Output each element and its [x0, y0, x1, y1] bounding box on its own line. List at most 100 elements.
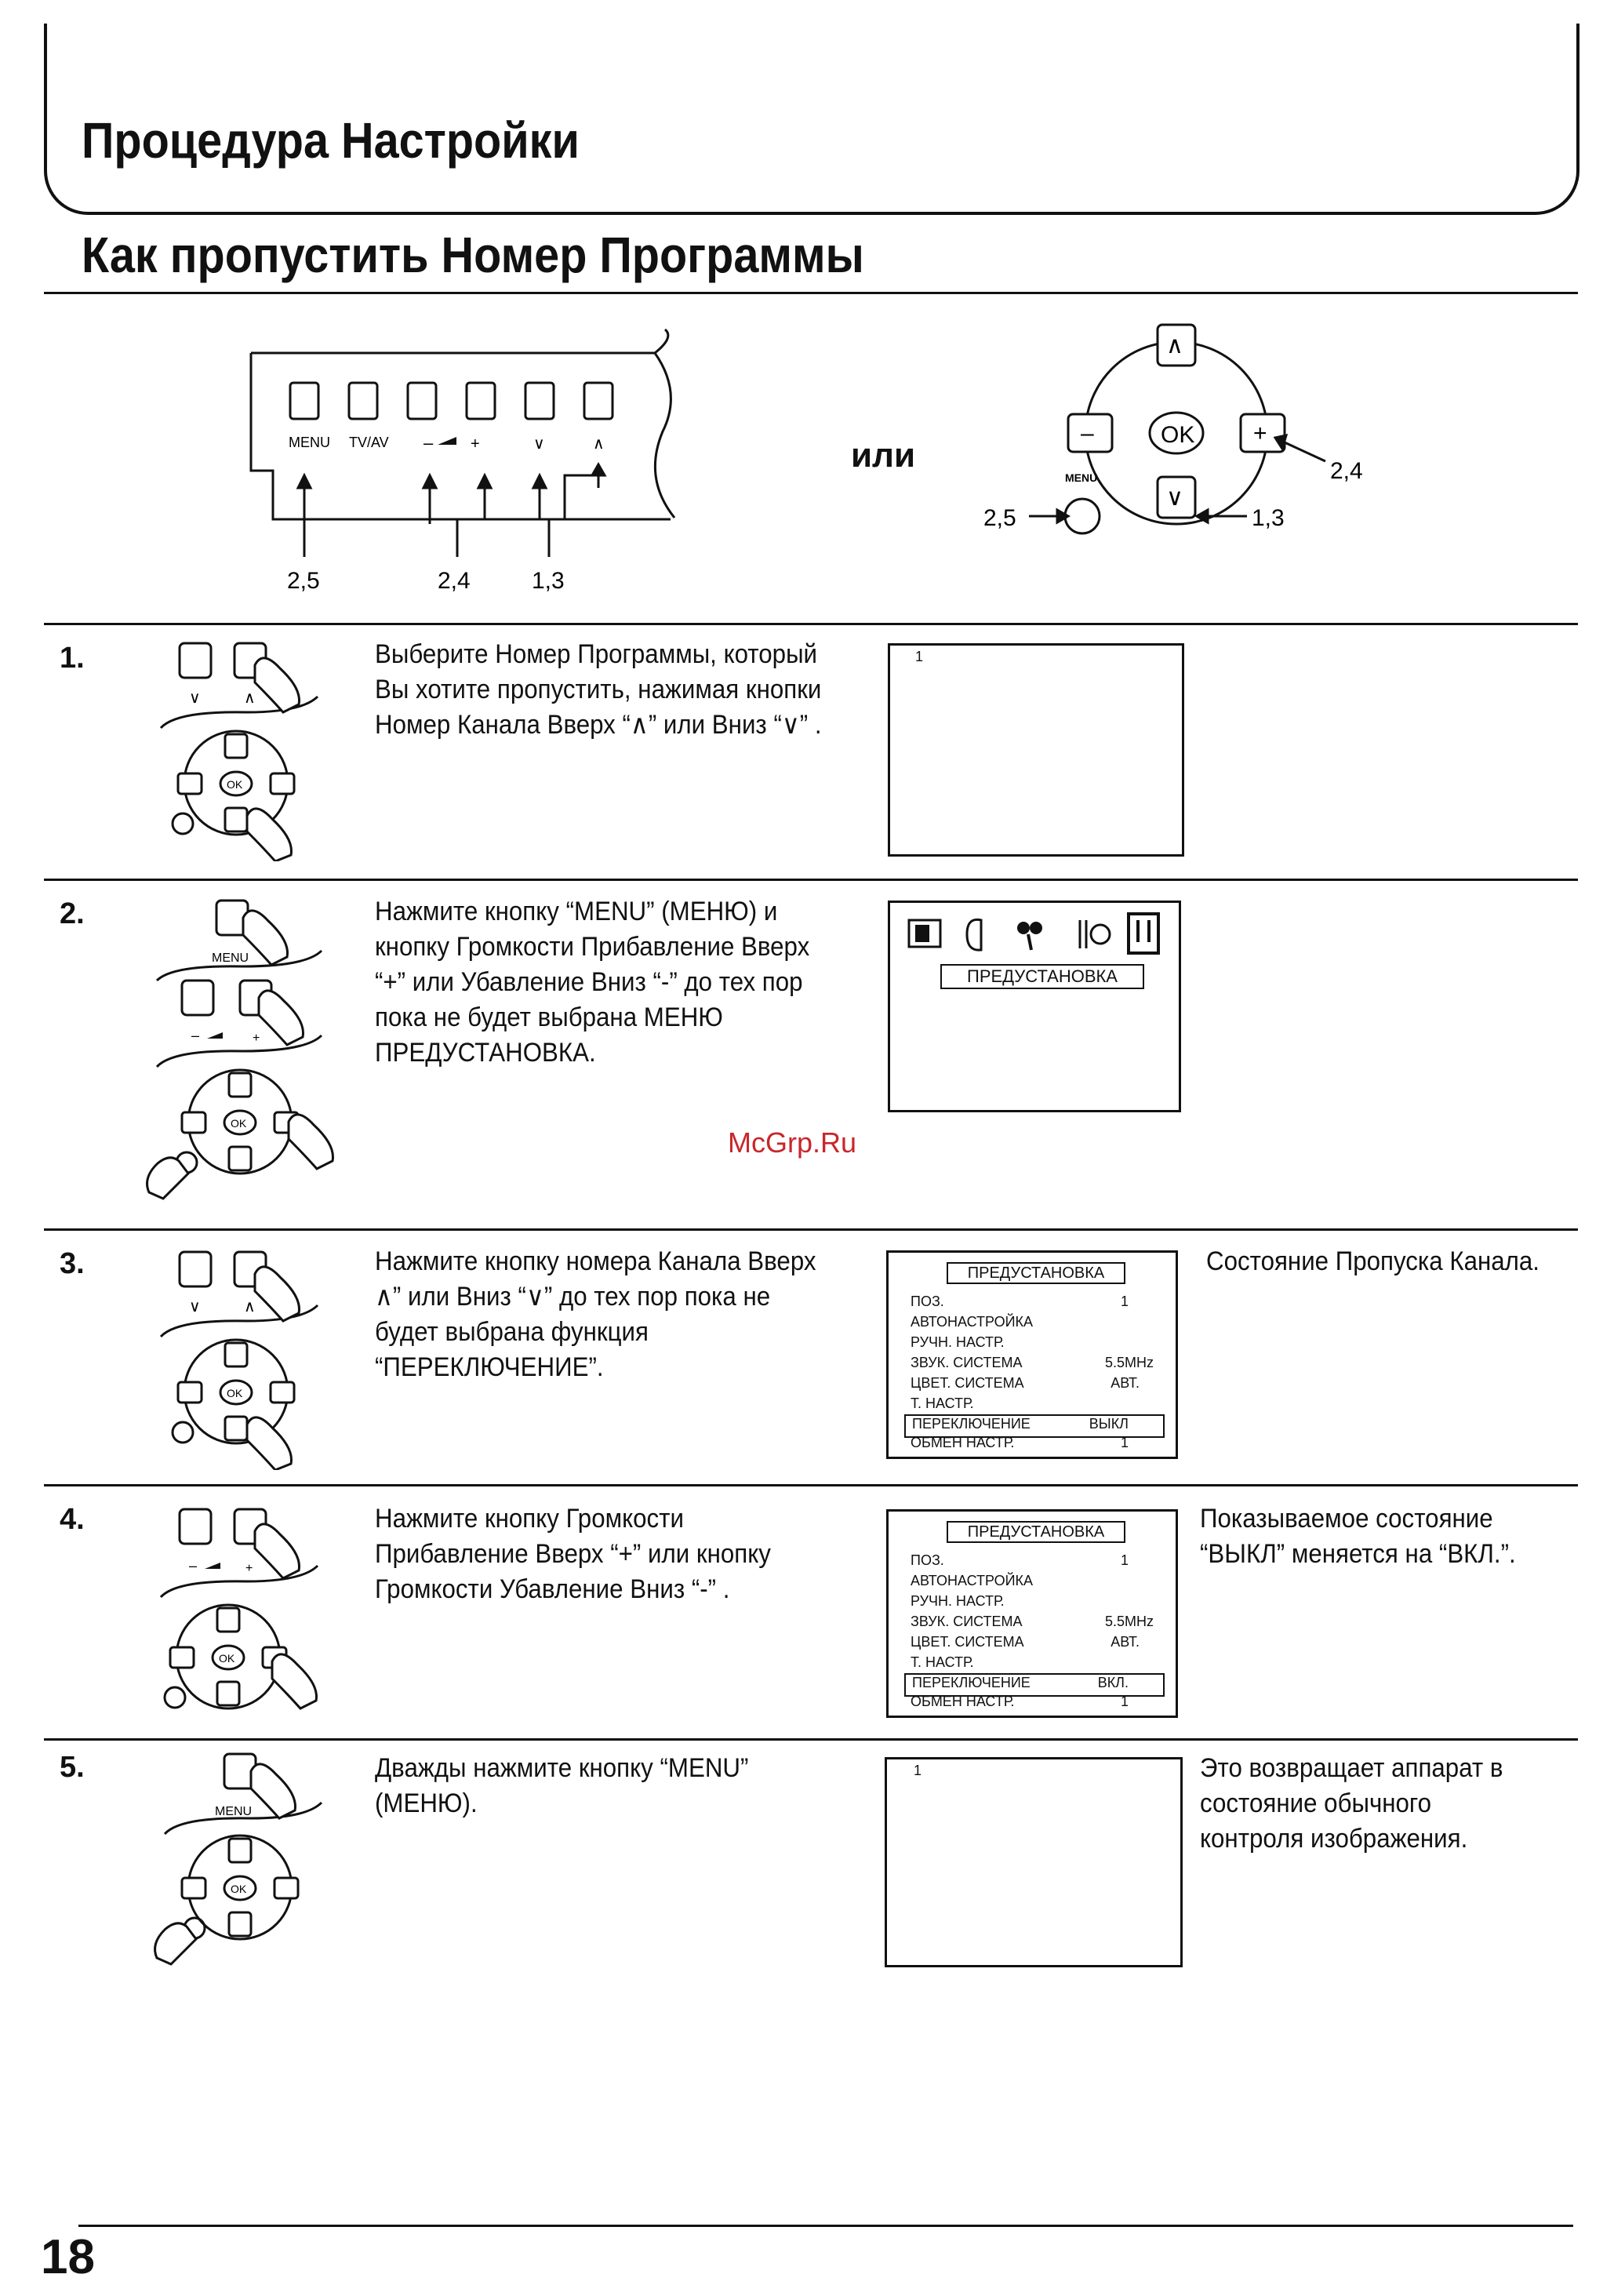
hand-icon	[245, 807, 293, 861]
channel-number: 1	[914, 1763, 922, 1778]
step-note: Состояние Пропуска Канала.	[1206, 1246, 1540, 1276]
down-icon: ∨	[1166, 485, 1183, 511]
plus-icon: +	[1253, 420, 1267, 446]
step4-illustration: – + OK	[159, 1508, 319, 1710]
svg-text:OK: OK	[227, 1387, 243, 1399]
step3-illustration: ∨ ∧ OK	[159, 1250, 319, 1470]
hand-icon	[245, 1416, 293, 1470]
hand-icon	[154, 1922, 198, 1966]
setup-icon	[1017, 922, 1030, 934]
step-rule-4	[44, 1484, 1578, 1486]
step-rule-5	[44, 1738, 1578, 1741]
step2-illustration: MENU –+ OK	[146, 899, 334, 1200]
panel-label-plus: +	[471, 435, 480, 453]
svg-text:∧: ∧	[244, 1298, 256, 1315]
page-title: Как пропустить Номер Программы	[82, 227, 864, 283]
channel-number: 1	[915, 649, 924, 664]
step-number: 1.	[60, 642, 85, 675]
remote-callout-24: 2,4	[1330, 458, 1363, 484]
remote-diagram: ∧ ∨ – + OK MENU 2,5 1,3 2,4	[983, 323, 1363, 535]
panel-callout-13: 1,3	[532, 568, 565, 594]
step-note: Показываемое состояние“ВЫКЛ” меняется на…	[1200, 1504, 1516, 1569]
minus-icon: –	[1081, 420, 1094, 446]
hand-icon	[249, 1763, 296, 1820]
preset-menu-label: ПРЕДУСТАНОВКА	[940, 964, 1144, 989]
hand-icon	[253, 1265, 300, 1323]
title-rule	[44, 292, 1578, 294]
svg-text:MENU: MENU	[215, 1805, 252, 1818]
volume-icon	[438, 437, 456, 445]
panel-label-menu: MENU	[289, 435, 330, 450]
tv-screen: 1	[885, 1757, 1183, 1967]
menu-row: РУЧН. НАСТР.	[911, 1334, 1005, 1350]
menu-row: ОБМЕН НАСТР.1	[911, 1435, 1129, 1450]
hand-icon	[253, 1523, 300, 1580]
panel-label-minus: –	[423, 433, 434, 453]
svg-text:–: –	[189, 1558, 197, 1574]
ok-label: OK	[1161, 422, 1194, 448]
svg-text:+: +	[245, 1562, 253, 1575]
hand-icon	[253, 657, 300, 714]
remote-callout-25: 2,5	[983, 505, 1016, 531]
remote-callout-13: 1,3	[1252, 505, 1285, 531]
step-number: 2.	[60, 897, 85, 930]
ok-button[interactable]	[1148, 411, 1205, 455]
panel-callout-24: 2,4	[438, 568, 471, 594]
page-number: 18	[41, 2230, 95, 2284]
svg-text:OK: OK	[219, 1652, 235, 1665]
minus-button[interactable]	[1067, 413, 1114, 453]
sound-icon	[965, 918, 983, 952]
step-rule-3	[44, 1228, 1578, 1231]
step-number: 5.	[60, 1751, 85, 1784]
up-icon: ∧	[1166, 333, 1183, 358]
panel-callout-25: 2,5	[287, 568, 320, 594]
header-frame	[44, 24, 1579, 215]
menu-row: АВТОНАСТРОЙКА	[911, 1314, 1034, 1330]
tv-screen: ПРЕДУСТАНОВКА	[888, 901, 1181, 1112]
remote-menu-label: MENU	[1065, 471, 1097, 484]
plus-button[interactable]	[1239, 413, 1286, 453]
hand-icon	[271, 1653, 318, 1710]
hand-icon	[242, 909, 289, 966]
down-button[interactable]	[1156, 475, 1197, 519]
step-number: 3.	[60, 1247, 85, 1280]
panel-label-down: ∨	[533, 435, 545, 453]
hand-icon	[257, 989, 304, 1046]
menu-row: Т. НАСТР.	[911, 1654, 974, 1670]
menu-row: АВТОНАСТРОЙКА	[911, 1573, 1034, 1588]
svg-text:∨: ∨	[189, 1298, 201, 1315]
svg-text:∨: ∨	[189, 690, 201, 707]
tv-screen: 1	[888, 643, 1184, 857]
svg-text:MENU: MENU	[212, 952, 249, 965]
step-rule-1	[44, 623, 1578, 625]
hand-icon	[287, 1113, 334, 1170]
or-label: или	[851, 436, 916, 475]
preset-menu-screen: ПРЕДУСТАНОВКА ПОЗ.1 АВТОНАСТРОЙКА РУЧН. …	[886, 1509, 1178, 1718]
watermark: McGrp.Ru	[728, 1126, 857, 1159]
panel-label-up: ∧	[593, 435, 605, 453]
svg-text:∧: ∧	[244, 690, 256, 707]
up-button[interactable]	[1156, 323, 1197, 367]
tv-panel-diagram: MENU TV/AV – + ∨ ∧ 2,5 2,4 1,3	[249, 328, 676, 594]
step-text: Дважды нажмите кнопку “MENU”(МЕНЮ).	[375, 1753, 749, 1818]
menu-row: ПОЗ.1	[911, 1552, 1129, 1568]
step-number: 4.	[60, 1503, 85, 1536]
menu-icons-row	[907, 912, 1160, 955]
timer-icon	[1078, 920, 1088, 948]
menu-row: ПОЗ.1	[911, 1294, 1129, 1309]
svg-text:+: +	[253, 1032, 260, 1045]
panel-label-tvav: TV/AV	[349, 435, 389, 450]
svg-text:OK: OK	[227, 778, 243, 791]
step-rule-2	[44, 879, 1578, 881]
step-text: Нажмите кнопку номера Канала Вверх ∧” ил…	[375, 1246, 816, 1382]
svg-text:OK: OK	[231, 1117, 247, 1130]
hand-icon	[146, 1156, 190, 1200]
menu-row: ОБМЕН НАСТР.1	[911, 1694, 1129, 1709]
